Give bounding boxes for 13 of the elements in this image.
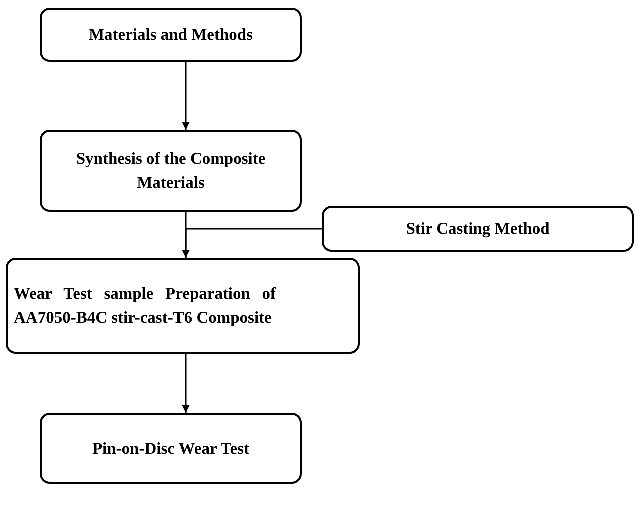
box-label: Materials and Methods <box>88 24 254 46</box>
box-label: Pin-on-Disc Wear Test <box>91 438 251 460</box>
process-box <box>40 413 302 484</box>
arrow <box>182 62 190 130</box>
process-box <box>40 130 302 212</box>
process-box <box>40 8 302 62</box>
box-label: Wear Test sample Preparation of AA7050-B4C stir-cast-T6 Composite <box>13 283 278 329</box>
process-box <box>322 206 634 252</box>
arrow <box>182 354 190 413</box>
box-label: Synthesis of the Composite Materials <box>75 148 267 194</box>
process-box <box>6 258 360 354</box>
arrow <box>182 228 322 258</box>
box-label: Stir Casting Method <box>405 218 551 240</box>
